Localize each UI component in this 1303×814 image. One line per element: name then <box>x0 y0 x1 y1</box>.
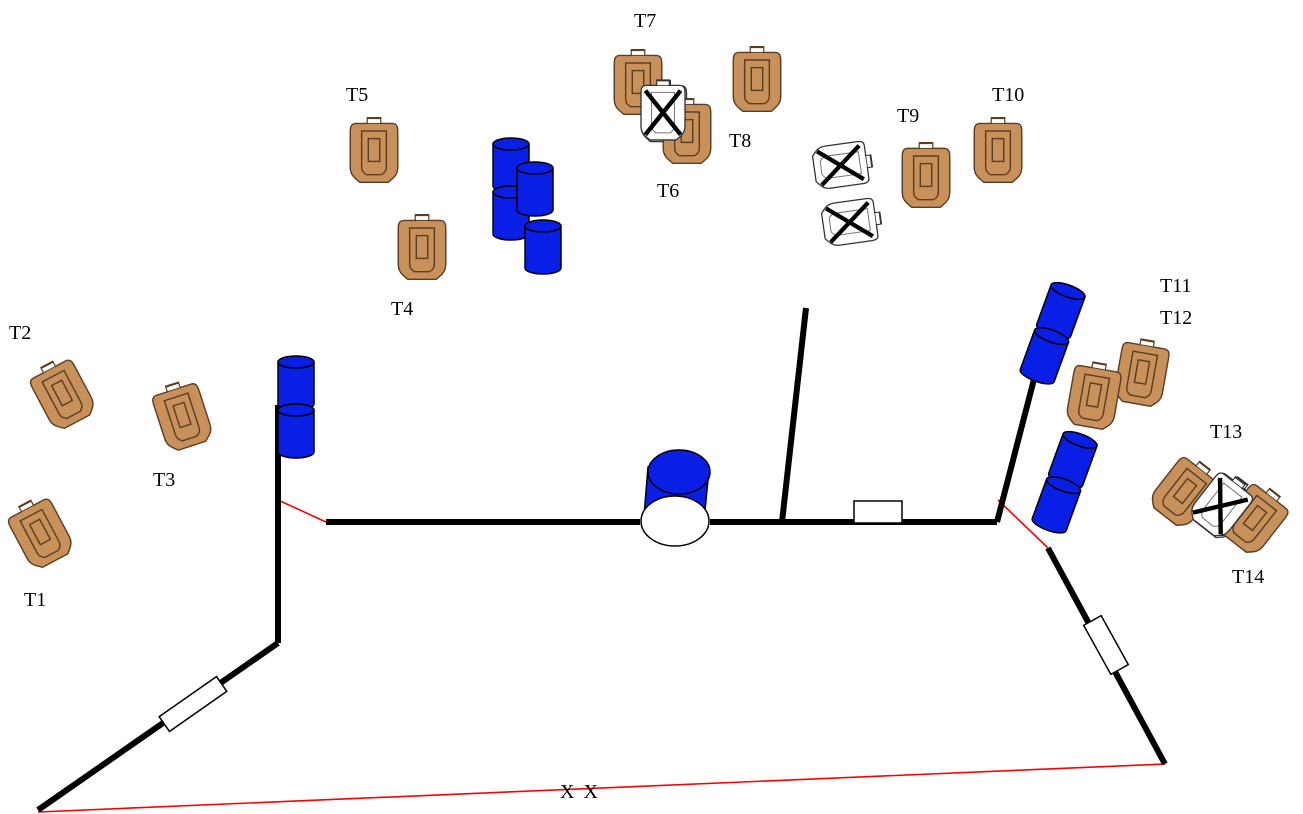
label-t2: T2 <box>9 322 31 344</box>
wall-left-diagonal <box>36 640 280 813</box>
target-labels: T1 T2 T3 T4 T5 T6 T7 T8 T9 T10 T11 T12 T… <box>9 10 1264 611</box>
target-t4 <box>397 213 447 281</box>
target-t9 <box>901 141 951 209</box>
label-t4: T4 <box>391 298 413 320</box>
label-t6: T6 <box>657 180 679 202</box>
target-t10 <box>973 116 1023 184</box>
label-t7: T7 <box>634 10 656 32</box>
target-t12 <box>1064 358 1124 432</box>
target-t8 <box>732 45 782 113</box>
window-port-icon <box>1082 614 1130 676</box>
window-port-icon <box>158 500 1130 733</box>
fault-line-left <box>277 499 327 523</box>
window-port-icon <box>158 675 228 733</box>
target-t1 <box>3 491 77 573</box>
target-t11 <box>1112 335 1172 409</box>
label-t10: T10 <box>992 84 1024 106</box>
fault-lines <box>37 499 1166 813</box>
start-position-marker: X X <box>560 781 600 803</box>
wall-center-post <box>779 307 809 523</box>
no-shoot-target-icon <box>641 80 685 140</box>
target-t3 <box>148 376 216 454</box>
label-t1: T1 <box>24 589 46 611</box>
fault-line-rear <box>37 763 1166 813</box>
label-t8: T8 <box>729 130 751 152</box>
label-t5: T5 <box>346 84 368 106</box>
walls <box>36 307 1168 813</box>
target-t5 <box>349 116 399 184</box>
label-t3: T3 <box>153 469 175 491</box>
barrel-icon <box>277 137 1100 547</box>
label-t13: T13 <box>1210 421 1242 443</box>
label-t11: T11 <box>1160 275 1191 297</box>
label-t12: T12 <box>1160 307 1192 329</box>
target-t2 <box>25 352 99 434</box>
window-port-icon <box>853 500 903 524</box>
barrel-lying <box>640 449 711 547</box>
label-t9: T9 <box>897 105 919 127</box>
label-t14: T14 <box>1232 566 1264 588</box>
fault-line-right <box>997 499 1049 549</box>
